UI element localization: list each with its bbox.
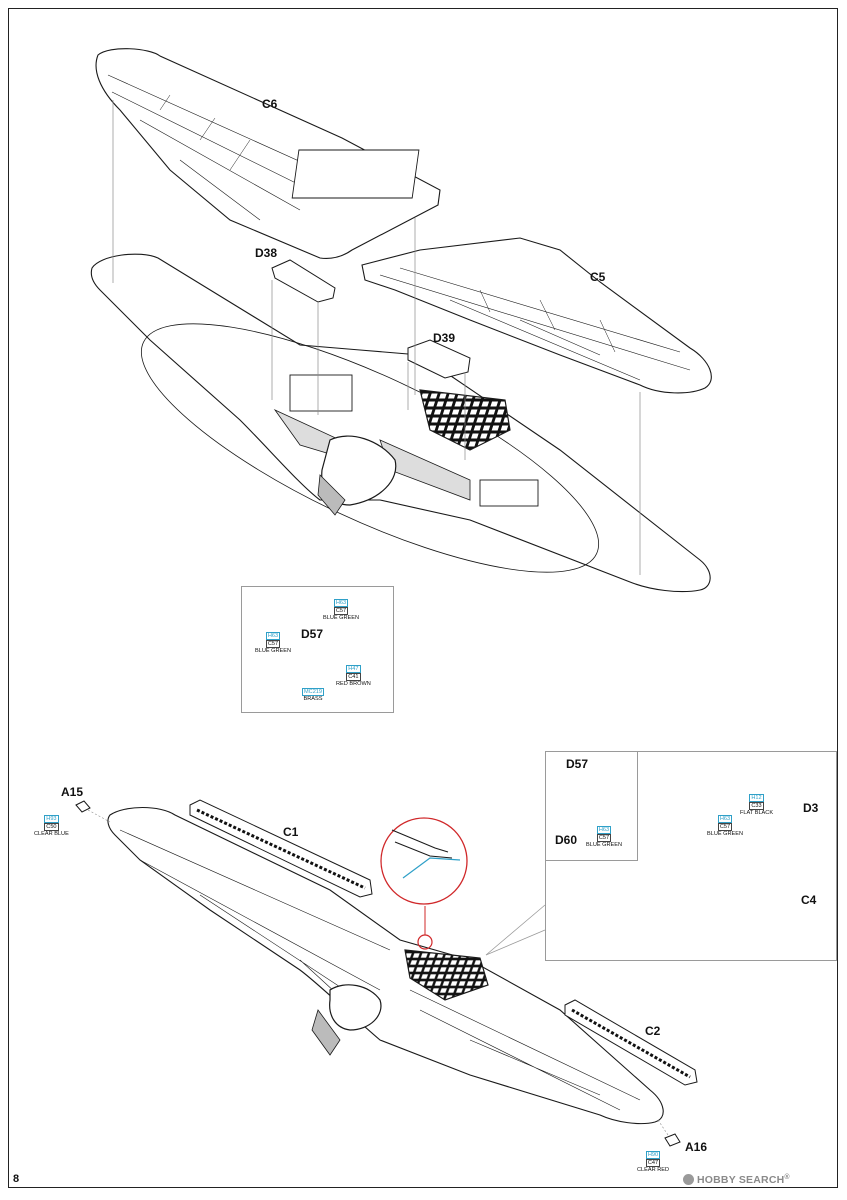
watermark-logo-icon	[683, 1174, 694, 1185]
paint-d57-right: H47 C41 RED BROWN	[336, 665, 371, 688]
paint-radiator-blue-green: H63 C57 BLUE GREEN	[707, 815, 744, 838]
paint-d57-brass: MC219 BRASS	[302, 688, 325, 703]
label-part-c6: C6	[262, 97, 278, 111]
label-part-c4: C4	[801, 893, 817, 907]
paint-d57-left: H63 C57 BLUE GREEN	[255, 632, 292, 655]
label-part-d60: D60	[555, 833, 578, 847]
flap-c1-drawing	[189, 799, 373, 898]
paint-d60: H63 C57 BLUE GREEN	[586, 826, 623, 849]
label-part-d57-radiator: D57	[566, 757, 589, 771]
label-part-c2: C2	[645, 1024, 661, 1038]
watermark: HOBBY SEARCH®	[683, 1174, 790, 1186]
callout-detail	[380, 817, 468, 950]
zoom-wedge	[485, 904, 546, 956]
paint-d57-top: H63 C57 BLUE GREEN	[323, 599, 360, 622]
paint-a16: H90 C47 CLEAR RED	[637, 1151, 670, 1174]
wingtip-light-a15	[75, 800, 111, 823]
paint-flat-black: H12 C33 FLAT BLACK	[740, 794, 774, 817]
label-part-c1: C1	[283, 825, 299, 839]
paint-a15: H93 C50 CLEAR BLUE	[34, 815, 69, 838]
watermark-text: HOBBY SEARCH	[697, 1174, 785, 1186]
label-part-a16: A16	[685, 1140, 708, 1154]
part-d38-drawing	[271, 259, 336, 303]
detail-panel-d57	[241, 586, 394, 713]
wingtip-light-a16	[657, 1119, 681, 1147]
upper-wing-c6	[95, 48, 441, 259]
flap-c2-drawing	[564, 999, 698, 1086]
label-part-c5: C5	[590, 270, 606, 284]
assembly-leaders-top	[112, 100, 641, 575]
label-part-d39: D39	[433, 331, 456, 345]
label-part-d57-detail: D57	[301, 627, 324, 641]
part-d39-drawing	[407, 339, 471, 379]
label-part-d3: D3	[803, 801, 819, 815]
watermark-symbol: ®	[784, 1174, 790, 1181]
detail-subpanel-d57-d60	[545, 751, 638, 861]
upper-wing-c5	[361, 237, 712, 394]
label-part-d38: D38	[255, 246, 278, 260]
assembled-wing	[107, 807, 664, 1125]
page-number: 8	[13, 1173, 20, 1185]
label-part-a15: A15	[61, 785, 84, 799]
